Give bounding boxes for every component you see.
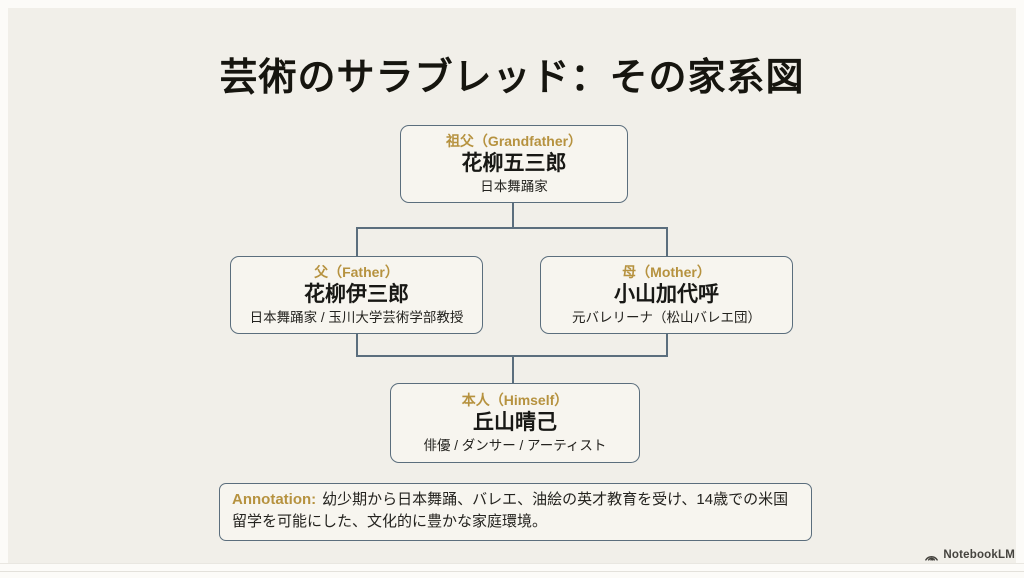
connector-mother-down <box>666 333 668 357</box>
family-node-mother: 母（Mother） 小山加代呼 元バレリーナ（松山バレエ団） <box>540 256 793 334</box>
frame-edge-bottom <box>0 563 1024 578</box>
node-description: 俳優 / ダンサー / アーティスト <box>423 437 607 453</box>
node-name: 小山加代呼 <box>614 283 719 307</box>
node-description: 日本舞踊家 <box>480 178 548 194</box>
annotation-box: Annotation:幼少期から日本舞踊、バレエ、油絵の英才教育を受け、14歳で… <box>219 483 812 541</box>
node-description: 日本舞踊家 / 玉川大学芸術学部教授 <box>249 309 464 325</box>
notebooklm-watermark-text: NotebookLM <box>943 549 1015 561</box>
connector-to-self <box>512 355 514 384</box>
frame-edge-right <box>1016 0 1024 577</box>
node-role-label: 父（Father） <box>314 264 399 281</box>
family-node-self: 本人（Himself） 丘山晴己 俳優 / ダンサー / アーティスト <box>390 383 640 463</box>
frame-edge-left <box>0 0 8 577</box>
family-node-father: 父（Father） 花柳伊三郎 日本舞踊家 / 玉川大学芸術学部教授 <box>230 256 483 334</box>
node-role-label: 母（Mother） <box>622 264 711 281</box>
notebooklm-watermark: NotebookLM <box>924 547 1015 563</box>
node-name: 花柳伊三郎 <box>304 283 409 307</box>
slide-title: 芸術のサラブレッド：その家系図 <box>219 57 805 99</box>
annotation-label: Annotation: <box>232 491 317 508</box>
notebooklm-logo-icon <box>924 549 939 562</box>
connector-father-down <box>356 333 358 357</box>
connector-parents-horizontal <box>356 227 668 229</box>
connector-grandfather-down <box>512 203 514 228</box>
frame-edge-top <box>0 0 1024 8</box>
node-role-label: 本人（Himself） <box>461 392 569 409</box>
node-role-label: 祖父（Grandfather） <box>445 133 583 150</box>
node-name: 花柳五三郎 <box>461 152 567 176</box>
connector-to-mother <box>666 227 668 257</box>
node-name: 丘山晴己 <box>473 411 557 435</box>
frame-bottom-hairline <box>0 571 1024 572</box>
annotation-text: 幼少期から日本舞踊、バレエ、油絵の英才教育を受け、14歳での米国留学を可能にした… <box>232 491 789 530</box>
node-description: 元バレリーナ（松山バレエ団） <box>572 309 761 325</box>
connector-to-father <box>356 227 358 257</box>
family-node-grandfather: 祖父（Grandfather） 花柳五三郎 日本舞踊家 <box>400 125 628 203</box>
